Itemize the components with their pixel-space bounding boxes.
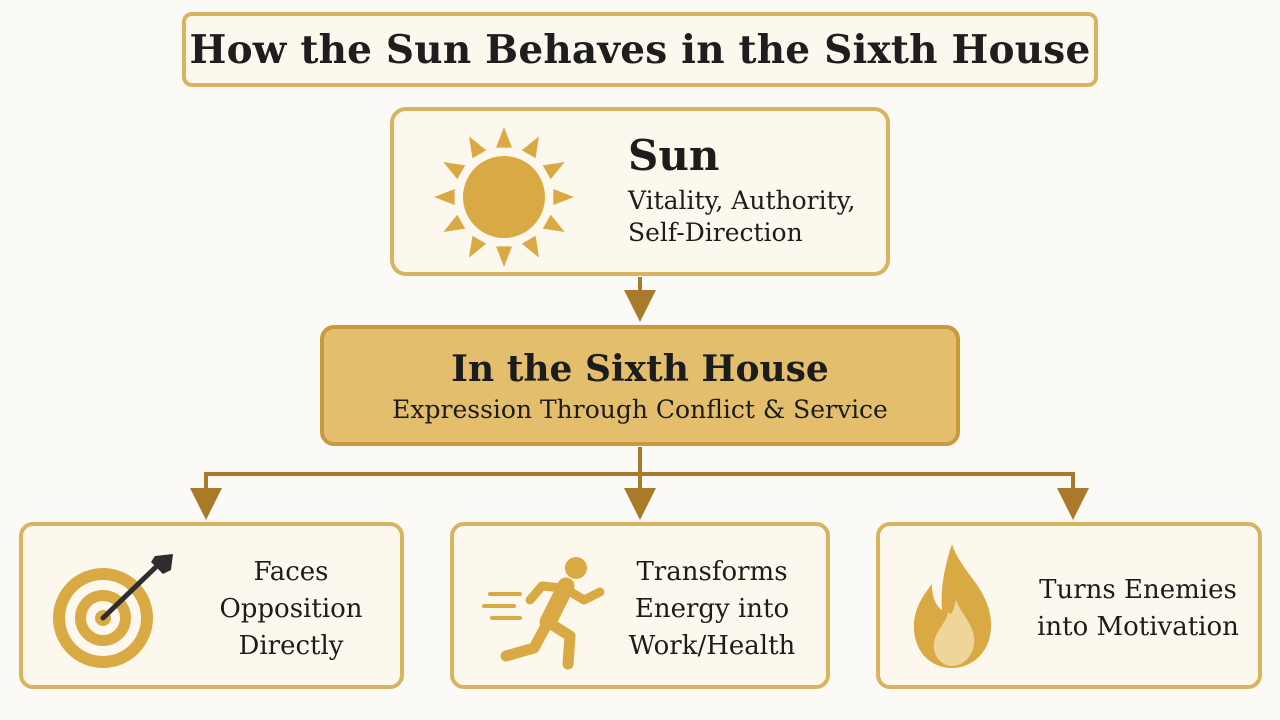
outcome-label: Transforms Energy into Work/Health (628, 557, 796, 661)
running-person-icon (482, 557, 605, 670)
sun-ray (443, 162, 466, 180)
target-with-arrow-icon (53, 554, 173, 668)
sun-ray (521, 235, 539, 258)
sun-ray (553, 189, 574, 205)
sun-ray (542, 214, 565, 232)
outcome-card-motivation: Turns Enemies into Motivation (876, 522, 1262, 689)
house-box: In the Sixth House Expression Through Co… (320, 325, 960, 446)
planet-description: Vitality, Authority, Self-Direction (628, 186, 856, 247)
title-box: How the Sun Behaves in the Sixth House (182, 12, 1098, 87)
outcome-card-opposition: Faces Opposition Directly (19, 522, 404, 689)
outcome-label: Turns Enemies into Motivation (1037, 575, 1239, 642)
flame-icon (913, 544, 992, 668)
page-title: How the Sun Behaves in the Sixth House (189, 26, 1091, 73)
sun-ray (496, 127, 512, 148)
sun-ray (434, 189, 455, 205)
sun-ray (469, 235, 487, 258)
sun-ray (542, 162, 565, 180)
house-title: In the Sixth House (451, 348, 829, 390)
sun-ray (496, 246, 512, 267)
outcome-label: Faces Opposition Directly (219, 557, 363, 661)
house-subtitle: Expression Through Conflict & Service (392, 395, 888, 424)
planet-box: Sun Vitality, Authority, Self-Direction (390, 107, 890, 276)
sun-ray (521, 136, 539, 159)
sun-icon (434, 127, 574, 267)
outcome-card-work-health: Transforms Energy into Work/Health (450, 522, 830, 689)
planet-name: Sun (628, 131, 720, 180)
sun-ray (469, 136, 487, 159)
sun-ray (443, 214, 466, 232)
